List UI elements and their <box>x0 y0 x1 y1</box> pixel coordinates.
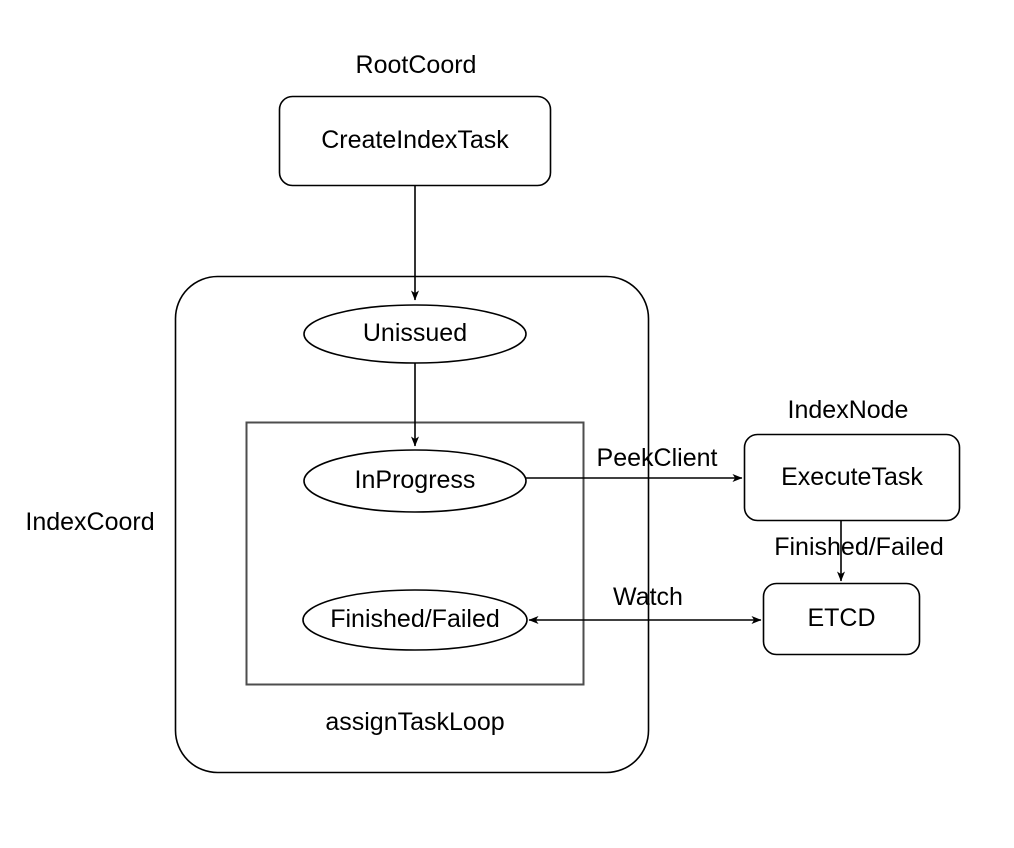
caption-index-node: IndexNode <box>787 396 909 424</box>
node-label-unissued: Unissued <box>362 319 468 348</box>
node-finished-failed-state[interactable] <box>302 589 528 651</box>
node-label-create-index-task: CreateIndexTask <box>321 126 509 155</box>
node-label-etcd: ETCD <box>807 604 876 633</box>
edge-label-watch: Watch <box>613 583 683 611</box>
node-create-index-task[interactable] <box>278 95 552 187</box>
container-label-index-coord: IndexCoord <box>25 508 155 536</box>
node-execute-task[interactable] <box>743 433 961 522</box>
container-label-assign-task-loop: assignTaskLoop <box>325 708 505 736</box>
node-label-execute-task: ExecuteTask <box>781 462 923 491</box>
edge-label-peek-client: PeekClient <box>596 444 718 472</box>
caption-root-coord: RootCoord <box>355 51 477 79</box>
container-index-coord <box>174 275 650 774</box>
edge-label-finished-failed: Finished/Failed <box>774 533 944 561</box>
node-label-finished-failed-state: Finished/Failed <box>330 605 500 634</box>
node-in-progress[interactable] <box>303 449 527 513</box>
node-etcd[interactable] <box>762 582 921 656</box>
node-label-in-progress: InProgress <box>354 466 476 495</box>
